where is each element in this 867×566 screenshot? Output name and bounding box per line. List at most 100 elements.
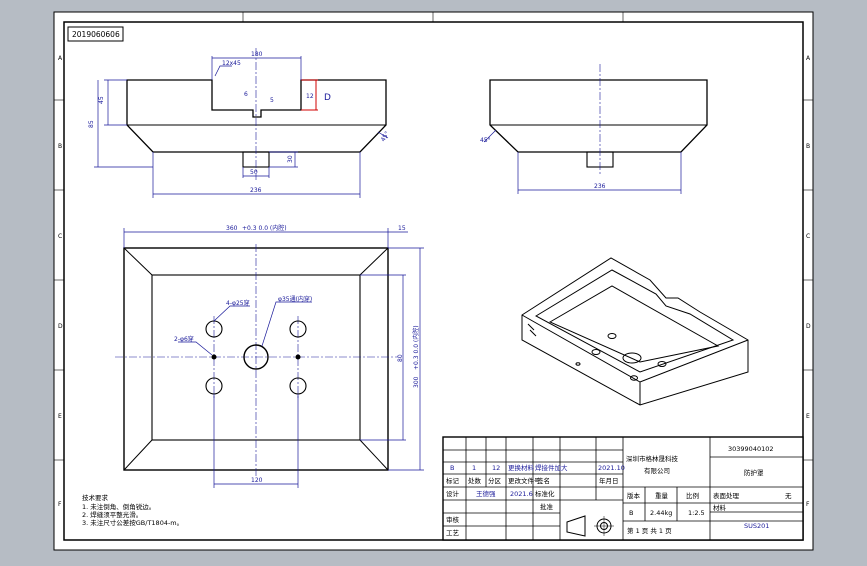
row-process-approve: 批准 xyxy=(540,502,554,511)
dim-top-span-80: 80 xyxy=(397,354,404,362)
dim-side-base-w-lines xyxy=(517,152,682,194)
part-name: 防护罩 xyxy=(744,468,764,477)
sheet-count: 第 1 页 共 1 页 xyxy=(627,526,672,535)
version-label: 版本 xyxy=(627,491,641,500)
scale-value: 1:2.5 xyxy=(688,509,705,517)
row-process-label: 工艺 xyxy=(446,529,460,537)
dim-front-boss-w: 50 xyxy=(250,169,258,176)
hdr-mark: 标记 xyxy=(446,476,460,485)
iso-hole-2 xyxy=(591,349,601,355)
company-name-line2: 有限公司 xyxy=(644,466,670,475)
top-view-corner-lines xyxy=(123,247,389,471)
dim-front-height-total-lines xyxy=(94,80,153,168)
iso-hole-3 xyxy=(657,361,667,367)
dim-front-small5: 5 xyxy=(270,97,274,104)
hole-small-right xyxy=(295,354,301,360)
iso-inner-rim xyxy=(534,269,735,373)
iso-outer-outline xyxy=(521,257,749,406)
weight-value: 2.44kg xyxy=(650,509,672,517)
company-name-line1: 深圳市格林晟科技 xyxy=(626,454,679,463)
iso-hole-4 xyxy=(630,375,638,381)
dim-top-overall-w: 360 xyxy=(226,225,238,232)
dim-front-height-left-lines xyxy=(104,79,127,126)
dim-top-center-hole: φ35通(内穿) xyxy=(278,295,312,303)
zone-marks: A B C D E F A B C D E F xyxy=(58,55,811,508)
hdr-zone: 分区 xyxy=(488,476,502,485)
dim-front-chamfer: 45° xyxy=(380,130,391,143)
rev-desc: 焊接件加大 xyxy=(535,463,568,472)
dim-front-width-top: 180 xyxy=(251,51,263,58)
dim-front-height-total: 85 xyxy=(88,120,95,128)
hdr-sign: 签名 xyxy=(537,476,550,485)
row-design-std: 标准化 xyxy=(535,489,555,498)
surface-value: 无 xyxy=(785,492,792,500)
zone-c-left: C xyxy=(58,233,62,240)
dim-front-depth-sym: 12 xyxy=(306,93,314,100)
rev-mark: B xyxy=(450,464,454,472)
dim-top-bottom-120: 120 xyxy=(251,477,263,484)
material-label: 材料 xyxy=(713,503,727,512)
notes-line-3: 3. 未注尺寸公差按GB/T1804-m。 xyxy=(82,518,183,527)
zone-b-right: B xyxy=(806,143,810,150)
dim-top-holes2-leader xyxy=(178,341,213,356)
hdr-date: 年月日 xyxy=(599,476,619,485)
zone-b-left: B xyxy=(58,143,62,150)
iso-hole-5 xyxy=(575,362,581,366)
iso-center-hole xyxy=(622,352,642,364)
dim-top-flange: 15 xyxy=(398,225,406,232)
drawing-code-box xyxy=(67,26,124,42)
dim-top-overall-h: 300 xyxy=(413,376,420,388)
side-view: 236 45° xyxy=(480,64,708,194)
row-design-name: 王德强 xyxy=(476,489,496,498)
dim-side-chamfer-leader xyxy=(483,129,497,143)
zone-d-left: D xyxy=(58,323,63,330)
rev-doc: 更换材料 xyxy=(508,463,535,472)
dim-side-base-w: 236 xyxy=(594,183,606,190)
projection-symbol-icon xyxy=(566,515,614,537)
zone-a-left: A xyxy=(58,55,63,62)
row-design-date: 2021.6 xyxy=(510,490,533,498)
dim-front-small6: 6 xyxy=(244,91,248,98)
iso-hole-1 xyxy=(607,333,617,339)
front-view-section-letter: D xyxy=(324,93,331,103)
dim-top-holes2: 2-φ6穿 xyxy=(174,335,194,343)
zone-a-right: A xyxy=(806,55,811,62)
top-view: 360 +0.3 0.0 (内腔) 15 4-φ25穿 φ35通(内穿) 2-φ… xyxy=(115,224,424,488)
hdr-doc: 更改文件号 xyxy=(508,476,541,485)
zone-c-right: C xyxy=(806,233,810,240)
top-view-holes xyxy=(205,320,307,395)
dim-front-base-w: 236 xyxy=(250,187,262,194)
hole-small-left xyxy=(211,354,217,360)
dim-top-holes4-leader xyxy=(213,305,250,322)
dim-front-boss-h: 30 xyxy=(287,155,294,163)
technical-notes: 技术要求 1. 未注倒角、倒角锐边。 2. 焊缝须平整光滑。 3. 未注尺寸公差… xyxy=(82,493,183,527)
weight-label: 重量 xyxy=(655,492,669,500)
hole-center xyxy=(243,344,269,370)
notes-line-2: 2. 焊缝须平整光滑。 xyxy=(82,510,142,519)
rev-date: 2021.10 xyxy=(598,464,625,472)
dim-front-slot-leader xyxy=(214,65,232,77)
zone-f-left: F xyxy=(58,501,62,508)
dim-front-boss-h-lines xyxy=(269,151,298,168)
dim-top-overall-w-lines xyxy=(123,228,389,248)
title-block-right-grid xyxy=(623,437,803,540)
hdr-qty: 处数 xyxy=(468,476,482,485)
sheet-inner-border xyxy=(63,21,804,541)
dim-front-width-top-lines xyxy=(211,56,302,80)
drawing-code: 2019060606 xyxy=(72,30,120,39)
surface-label: 表面处理 xyxy=(713,491,740,500)
iso-weld-marks xyxy=(527,323,537,337)
scale-label: 比例 xyxy=(686,491,699,500)
rev-qty: 1 xyxy=(472,464,476,472)
title-block: B 1 12 更换材料 焊接件加大 2021.10 标记 处数 分区 更改文件号… xyxy=(442,436,804,541)
row-design-label: 设计 xyxy=(446,489,460,498)
dim-top-holes4: 4-φ25穿 xyxy=(226,299,250,307)
dim-front-slot: 12x45 xyxy=(222,60,241,67)
notes-line-1: 1. 未注倒角、倒角锐边。 xyxy=(82,502,155,511)
dim-top-overall-h-lines xyxy=(388,247,424,471)
front-view-section-marker xyxy=(301,79,318,111)
dim-front-base-w-lines xyxy=(152,152,361,198)
zone-f-right: F xyxy=(806,501,810,508)
zone-ticks xyxy=(54,12,813,461)
